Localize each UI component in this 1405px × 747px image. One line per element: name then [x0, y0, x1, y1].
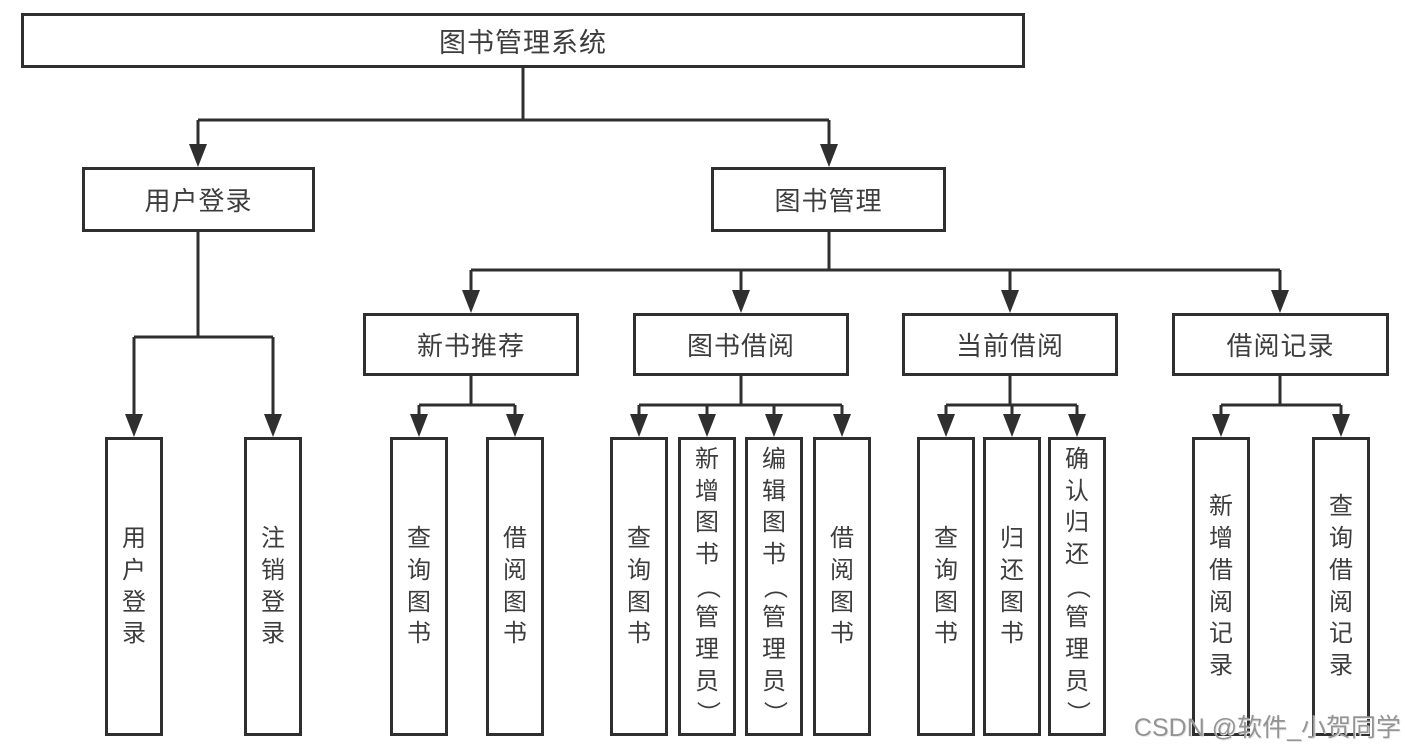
leaf-newbook-borrow-books: 借阅图书 — [486, 437, 544, 736]
csdn-watermark: CSDN @软件_小贺同学 — [1133, 714, 1401, 742]
leaf-current-confirm-return-admin: 确认归还（管理员） — [1048, 437, 1106, 736]
leaf-current-query-books: 查询图书 — [917, 437, 975, 736]
node-book-borrowing: 图书借阅 — [633, 313, 849, 376]
leaf-borrowing-edit-books-admin: 编辑图书（管理员） — [745, 437, 803, 736]
leaf-logout: 注销登录 — [244, 437, 302, 736]
node-new-book-recommend: 新书推荐 — [363, 313, 579, 376]
leaf-records-query-record: 查询借阅记录 — [1312, 437, 1370, 736]
node-borrow-records: 借阅记录 — [1172, 313, 1389, 376]
leaf-current-return-books: 归还图书 — [983, 437, 1041, 736]
leaf-borrowing-borrow-books: 借阅图书 — [813, 437, 871, 736]
leaf-borrowing-query-books: 查询图书 — [610, 437, 668, 736]
leaf-records-add-record: 新增借阅记录 — [1192, 437, 1250, 736]
node-current-borrowing: 当前借阅 — [902, 313, 1118, 376]
node-root-library-system: 图书管理系统 — [21, 13, 1025, 68]
leaf-newbook-query-books: 查询图书 — [390, 437, 448, 736]
node-book-management: 图书管理 — [711, 167, 946, 232]
node-user-login: 用户登录 — [82, 167, 315, 232]
leaf-borrowing-add-books-admin: 新增图书（管理员） — [678, 437, 736, 736]
leaf-user-login: 用户登录 — [105, 437, 163, 736]
